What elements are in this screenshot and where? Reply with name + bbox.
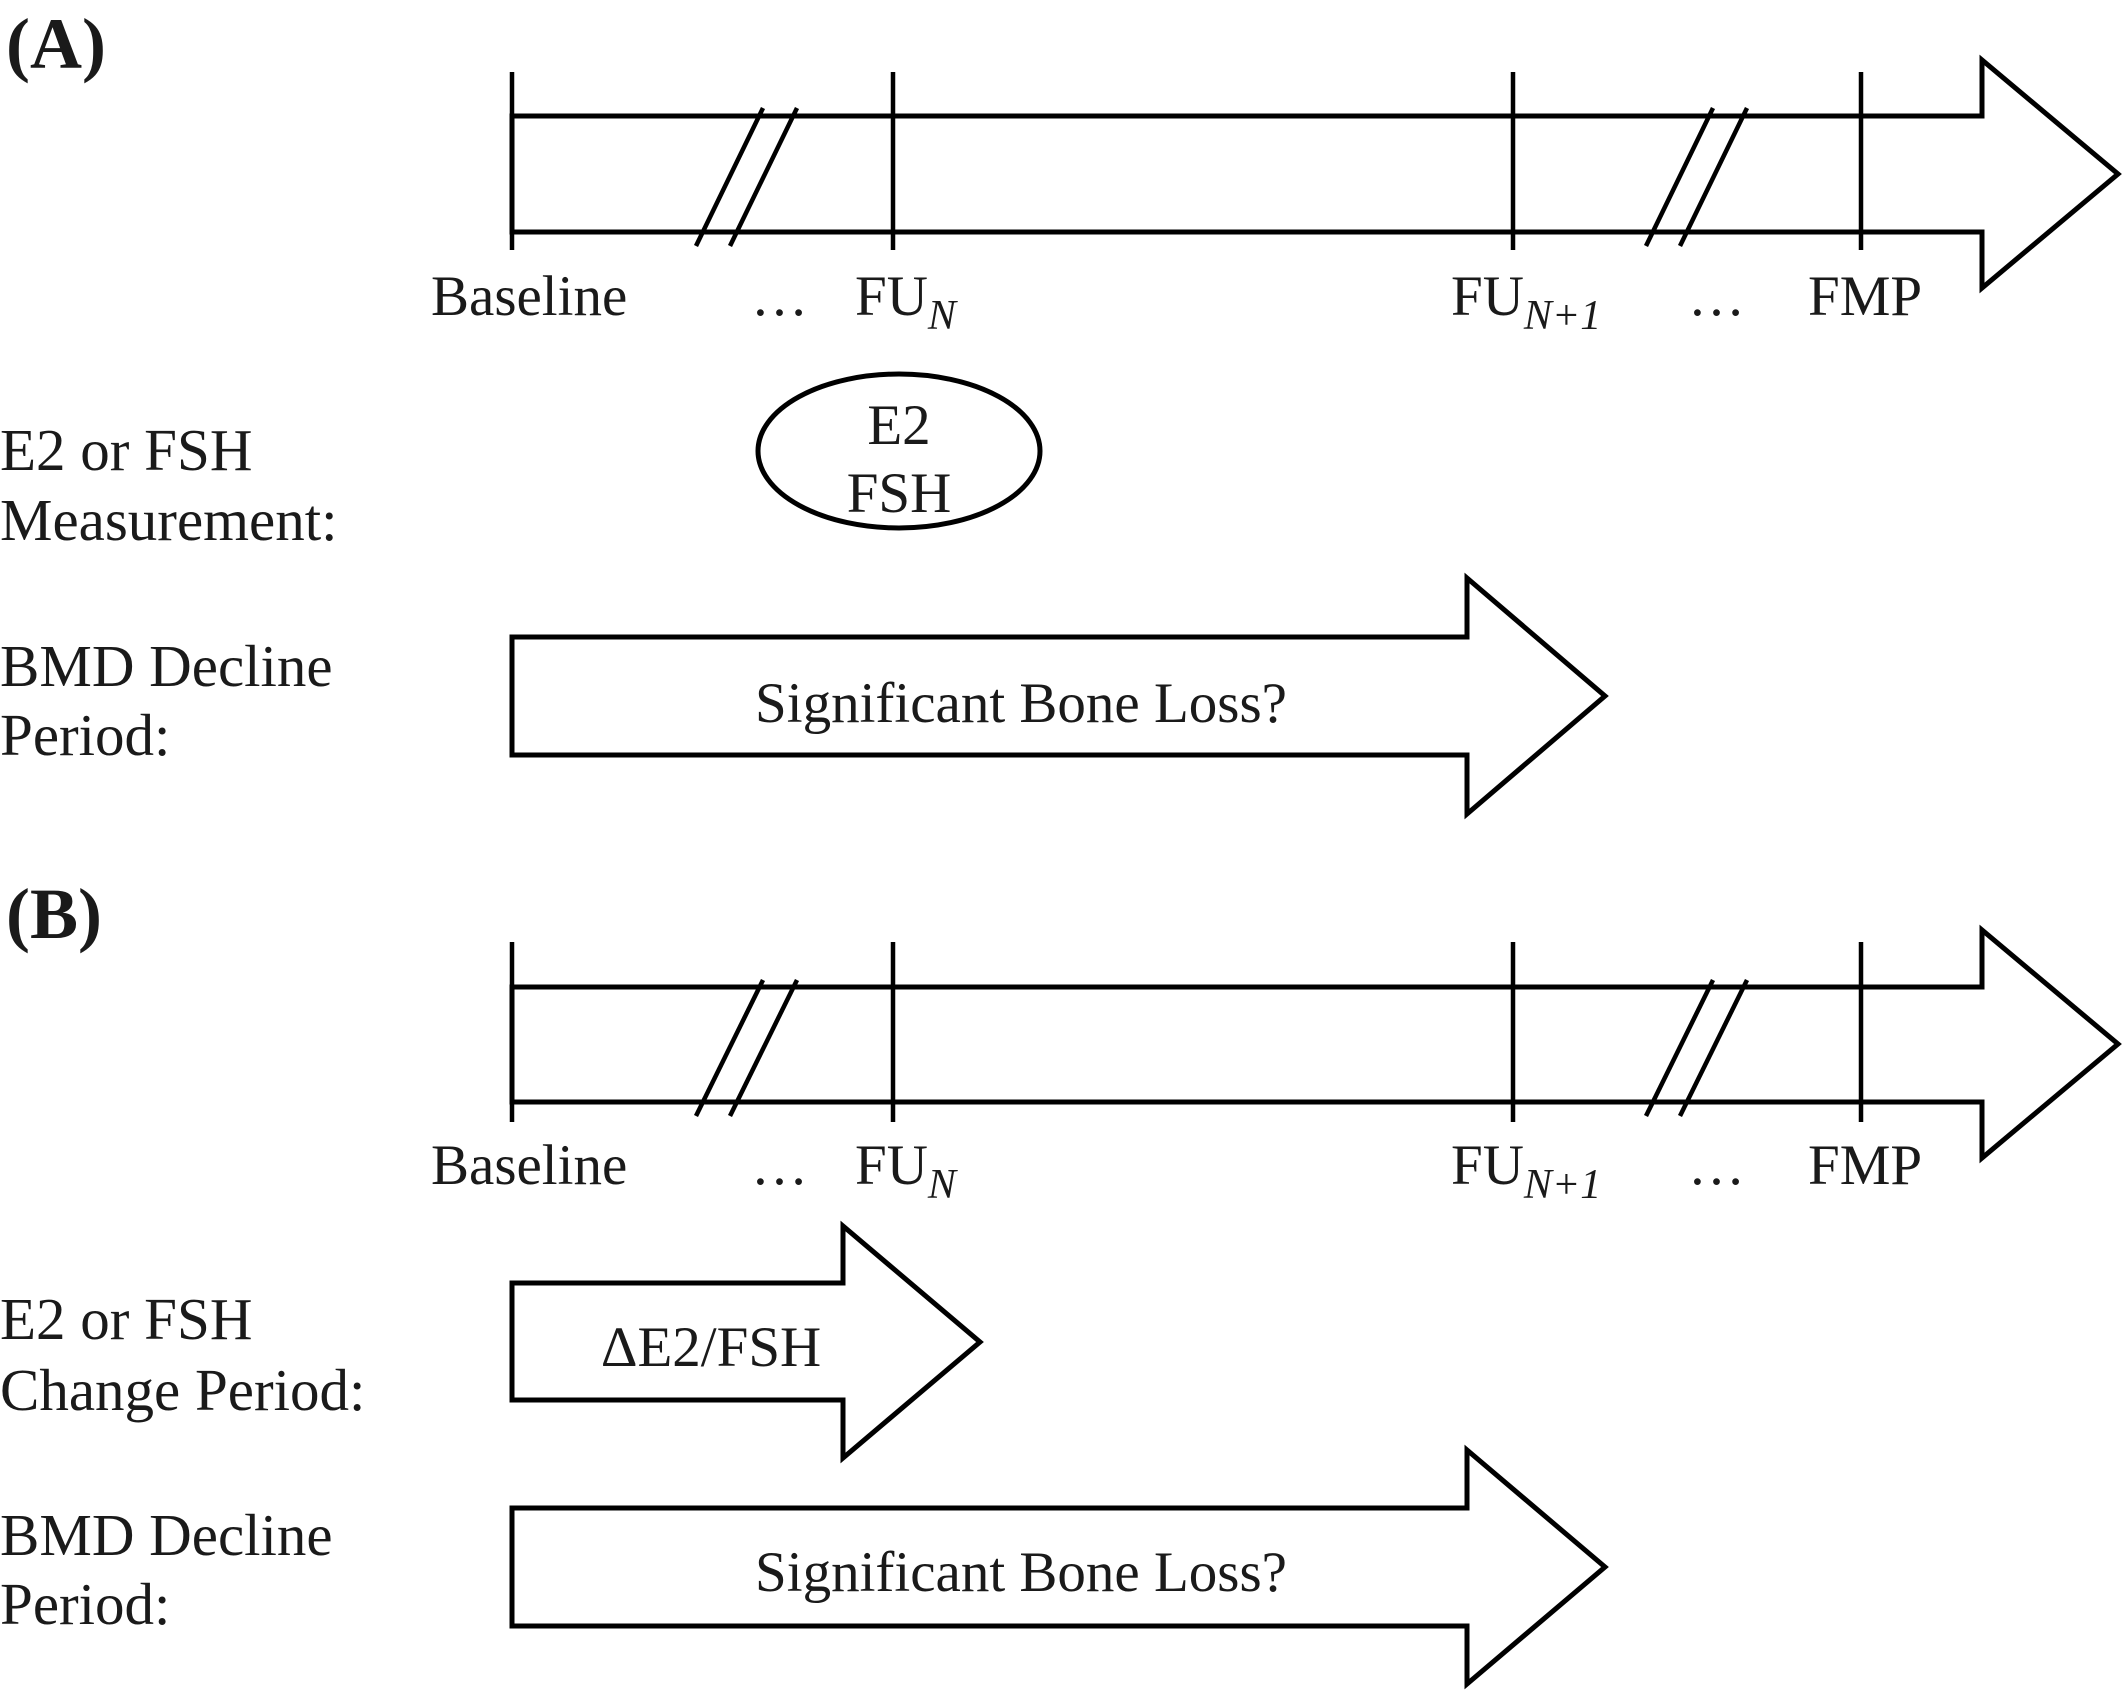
- row-label-measurement-line1: E2 or FSH: [0, 417, 252, 483]
- label-fu-n1-b: FUN+1: [1451, 1134, 1601, 1208]
- change-arrow-text: ΔE2/FSH: [601, 1316, 821, 1379]
- axis-break-1-a: [693, 107, 800, 247]
- axis-break-2-a: [1643, 107, 1750, 247]
- row-label-bmd-line1-a: BMD Decline: [0, 633, 333, 699]
- timeline-arrow-a: [509, 54, 2122, 294]
- label-ellipsis-1-a: …: [751, 265, 808, 328]
- row-label-bmd-line1-b: BMD Decline: [0, 1502, 333, 1568]
- oval-text-fsh: FSH: [847, 462, 952, 525]
- label-baseline-a: Baseline: [431, 265, 627, 328]
- panel-b: (B) Baseline … FUN FUN+1 … FMP E2 or FSH…: [0, 874, 2122, 1690]
- bmd-arrow-text-a: Significant Bone Loss?: [755, 672, 1287, 735]
- label-fu-n1-a: FUN+1: [1451, 265, 1601, 339]
- label-ellipsis-2-a: …: [1688, 265, 1745, 328]
- label-fu-n-a: FUN: [855, 265, 958, 339]
- axis-break-2-b: [1643, 979, 1750, 1117]
- panel-label-a: (A): [6, 4, 106, 84]
- label-fmp-a: FMP: [1808, 265, 1922, 328]
- axis-break-1-b: [693, 979, 800, 1117]
- row-label-change-line2: Change Period:: [0, 1357, 365, 1423]
- oval-text-e2: E2: [867, 394, 930, 457]
- bmd-arrow-text-b: Significant Bone Loss?: [755, 1541, 1287, 1604]
- timeline-b: Baseline … FUN FUN+1 … FMP: [431, 924, 2122, 1208]
- label-fu-n-b: FUN: [855, 1134, 958, 1208]
- panel-a: (A) Baseline … FUN FUN+1 … FMP E2 or FSH…: [0, 4, 2122, 820]
- row-label-bmd-line2-a: Period:: [0, 702, 170, 768]
- panel-label-b: (B): [6, 874, 102, 954]
- label-ellipsis-2-b: …: [1688, 1134, 1745, 1197]
- row-label-change-line1: E2 or FSH: [0, 1286, 252, 1352]
- change-arrow: ΔE2/FSH: [509, 1220, 984, 1464]
- row-label-measurement-line2: Measurement:: [0, 487, 338, 553]
- label-ellipsis-1-b: …: [751, 1134, 808, 1197]
- row-label-bmd-line2-b: Period:: [0, 1571, 170, 1637]
- timeline-arrow-b: [509, 924, 2122, 1164]
- label-baseline-b: Baseline: [431, 1134, 627, 1197]
- measurement-oval: E2 FSH: [755, 371, 1043, 531]
- label-fmp-b: FMP: [1808, 1134, 1922, 1197]
- timeline-a: Baseline … FUN FUN+1 … FMP: [431, 54, 2122, 339]
- bmd-arrow-a: Significant Bone Loss?: [509, 572, 1609, 820]
- bmd-arrow-b: Significant Bone Loss?: [509, 1444, 1609, 1690]
